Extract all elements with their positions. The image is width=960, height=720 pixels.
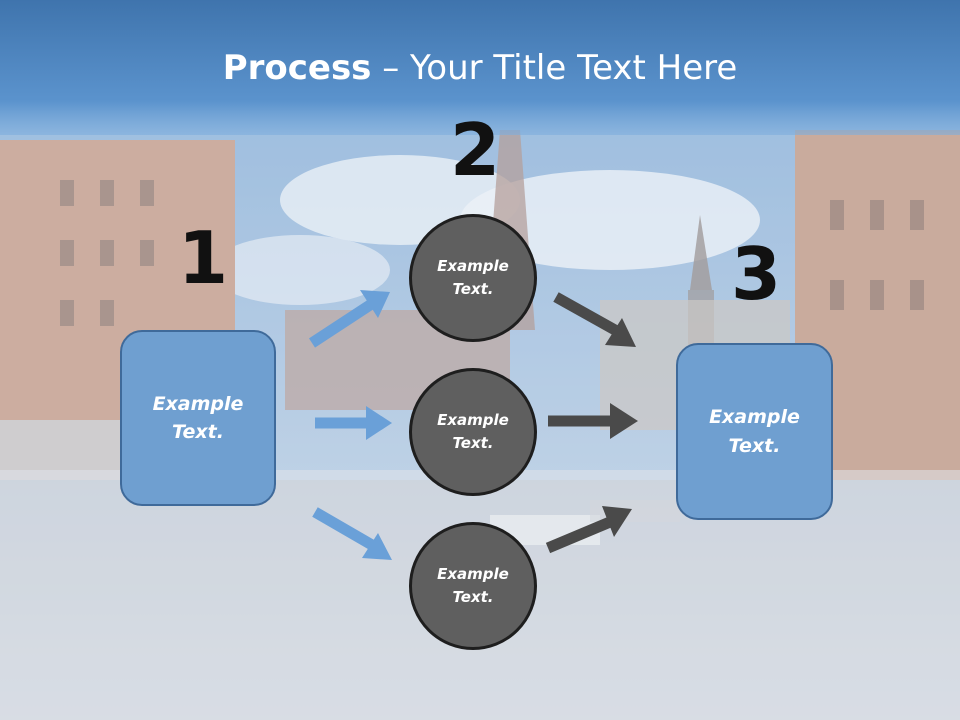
arrow-middle-to-step3 — [548, 403, 638, 439]
step-1-text-line2: Text. — [172, 421, 224, 443]
step-1-box: Example Text. — [120, 330, 276, 506]
step-number-1: 1 — [178, 216, 229, 300]
title-rest: – Your Title Text Here — [371, 48, 738, 88]
step-number-3: 3 — [731, 232, 782, 316]
step-2-circle-bottom: Example Text. — [409, 522, 537, 650]
step-3-text-line1: Example — [709, 406, 800, 428]
step-3-box: Example Text. — [676, 343, 833, 520]
arrow-top-to-step3 — [553, 292, 636, 347]
circle-top-text-line2: Text. — [452, 280, 494, 298]
step-1-text-line1: Example — [152, 392, 244, 415]
step-2-circle-top: Example Text. — [409, 214, 537, 342]
circle-middle-text-line1: Example — [437, 410, 509, 429]
circle-bottom-text-line2: Text. — [452, 588, 494, 606]
circle-top-text-line1: Example — [437, 256, 509, 275]
step-number-2: 2 — [450, 108, 501, 192]
arrow-step1-to-middle — [315, 406, 392, 440]
slide-title: Process – Your Title Text Here — [0, 48, 960, 88]
step-3-text-line2: Text. — [728, 434, 781, 457]
arrow-step1-to-bottom — [312, 507, 392, 560]
arrow-step1-to-top — [308, 290, 390, 348]
circle-bottom-text-line1: Example — [437, 564, 509, 583]
step-2-circle-middle: Example Text. — [409, 368, 537, 496]
circle-middle-text-line2: Text. — [452, 434, 494, 452]
title-bold: Process — [222, 48, 372, 88]
arrow-bottom-to-step3 — [545, 506, 632, 554]
